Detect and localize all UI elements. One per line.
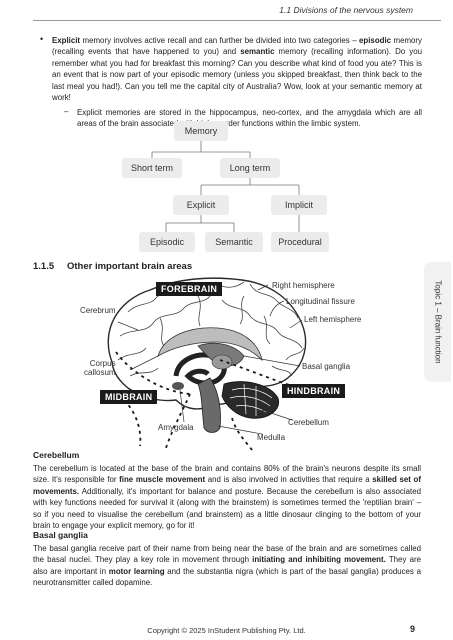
running-header: 1.1 Divisions of the nervous system	[279, 5, 413, 15]
explicit-node: Explicit	[173, 195, 229, 215]
midbrain-label: MIDBRAIN	[100, 390, 158, 404]
header-divider	[33, 20, 441, 21]
cerebellum-shape	[221, 381, 280, 419]
longitudinal-fissure-label: Longitudinal fissure	[286, 297, 355, 306]
long-term-node: Long term	[220, 158, 280, 178]
medulla-label: Medulla	[257, 433, 286, 442]
explicit-memory-paragraph: Explicit memory involves active recall a…	[52, 36, 422, 103]
memory-diagram-connectors	[151, 141, 300, 232]
brainstem-shape	[197, 377, 221, 433]
procedural-node: Procedural	[271, 232, 329, 252]
brain-illustration	[107, 277, 307, 451]
topic-side-tab-label: Topic 1 – Brain function	[433, 280, 443, 364]
explicit-term: Explicit	[52, 36, 81, 45]
corpus-callosum-shape	[157, 327, 263, 362]
episodic-node: Episodic	[139, 232, 195, 252]
sub-point-dash: –	[64, 107, 69, 116]
right-hemisphere-label: Right hemisphere	[272, 281, 335, 290]
cerebellum-paragraph: The cerebellum is located at the base of…	[33, 464, 421, 531]
semantic-node: Semantic	[205, 232, 263, 252]
cerebrum-label: Cerebrum	[80, 306, 116, 315]
episodic-term: episodic	[359, 36, 392, 45]
short-term-node: Short term	[122, 158, 182, 178]
forebrain-label: FOREBRAIN	[156, 282, 223, 296]
hindbrain-label: HINDBRAIN	[282, 384, 346, 398]
bullet-point: •	[40, 34, 44, 44]
basal-ganglia-label: Basal ganglia	[302, 362, 351, 371]
thalamus-shape	[211, 354, 233, 370]
amygdala-shape	[172, 382, 184, 390]
memory-node: Memory	[174, 121, 228, 141]
section-heading: 1.1.5 Other important brain areas	[33, 261, 192, 272]
cerebellum-heading: Cerebellum	[33, 450, 80, 460]
amygdala-label: Amygdala	[158, 423, 194, 432]
cerebellum-label: Cerebellum	[288, 418, 329, 427]
section-number: 1.1.5	[33, 261, 55, 272]
basal-ganglia-heading: Basal ganglia	[33, 530, 88, 540]
left-hemisphere-label: Left hemisphere	[304, 315, 362, 324]
corpus-callosum-label: Corpus callosum	[84, 359, 116, 377]
basal-ganglia-paragraph: The basal ganglia receive part of their …	[33, 544, 421, 588]
semantic-term: semantic	[240, 47, 275, 57]
topic-side-tab	[424, 262, 451, 382]
page-number: 9	[409, 624, 415, 634]
hippocampus-shape	[173, 352, 227, 386]
implicit-node: Implicit	[271, 195, 327, 215]
section-title: Other important brain areas	[67, 261, 193, 272]
copyright-footer: Copyright © 2025 InStudent Publishing Pt…	[147, 626, 306, 635]
